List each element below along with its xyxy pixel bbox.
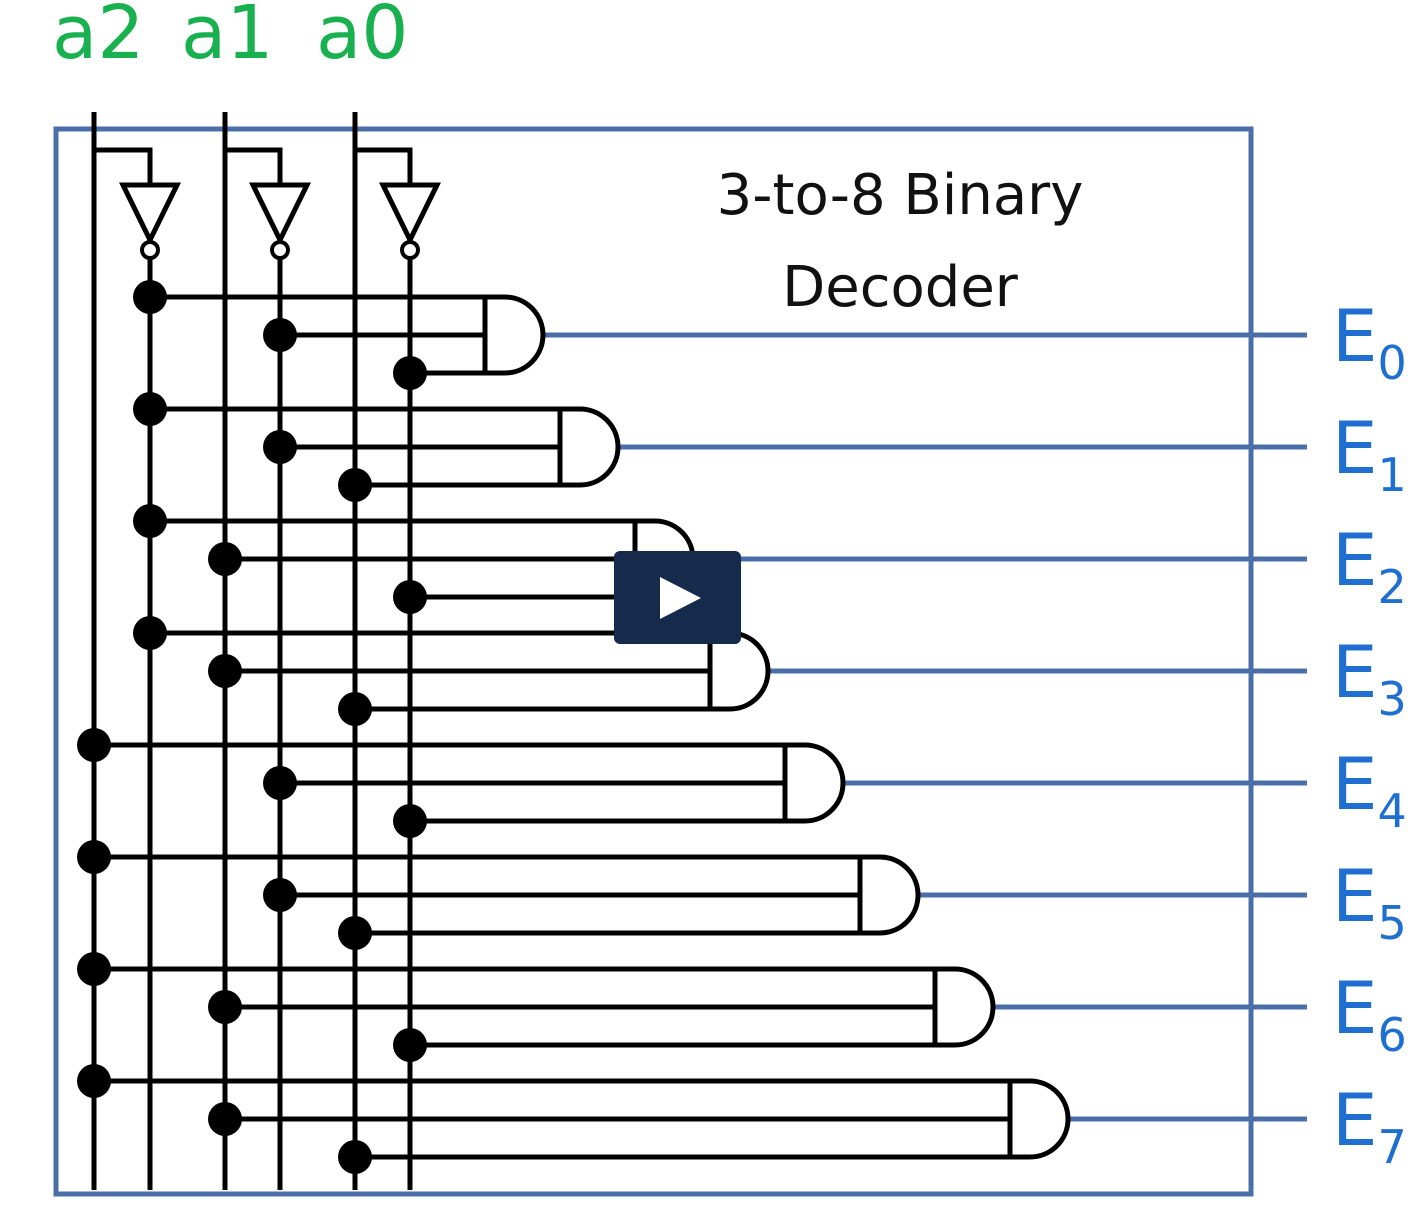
inverters — [118, 182, 442, 260]
inverter-bubble-a2 — [140, 240, 160, 260]
junction-dot-0-0 — [133, 280, 167, 314]
title-line-1: 3-to-8 Binary — [716, 163, 1084, 228]
and-gate-6 — [932, 966, 996, 1048]
play-icon — [660, 577, 701, 619]
and-gates — [482, 294, 1071, 1160]
diagram-title: 3-to-8 Binary Decoder — [660, 150, 1140, 334]
output-label-e3: E3 — [1332, 630, 1407, 726]
junction-dot-4-2 — [393, 804, 427, 838]
junctions — [77, 280, 427, 1174]
output-label-e2: E2 — [1332, 518, 1407, 614]
input-label-a2: a2 — [52, 0, 145, 76]
junction-dot-5-2 — [338, 916, 372, 950]
junction-dot-7-0 — [77, 1064, 111, 1098]
and-gate-7 — [1007, 1078, 1071, 1160]
input-label-a0: a0 — [316, 0, 409, 76]
junction-dot-7-1 — [208, 1102, 242, 1136]
junction-dot-3-1 — [208, 654, 242, 688]
junction-dot-2-2 — [393, 580, 427, 614]
inverter-feed-a1 — [225, 147, 283, 183]
inverter-a0 — [378, 182, 442, 246]
decoder-box — [53, 126, 1254, 1197]
and-gate-3 — [707, 630, 771, 712]
junction-dot-4-1 — [263, 766, 297, 800]
junction-dot-1-0 — [133, 392, 167, 426]
output-label-e1: E1 — [1332, 406, 1407, 502]
output-label-e0: E0 — [1332, 294, 1407, 390]
title-line-2: Decoder — [782, 255, 1018, 320]
output-wires — [543, 332, 1307, 1122]
junction-dot-2-0 — [133, 504, 167, 538]
inverter-bubble-a1 — [270, 240, 290, 260]
and-gate-1 — [557, 406, 621, 488]
junction-dot-0-1 — [263, 318, 297, 352]
and-gate-5 — [857, 854, 921, 936]
inverter-a1 — [248, 182, 312, 246]
junction-dot-6-0 — [77, 952, 111, 986]
junction-dot-6-1 — [208, 990, 242, 1024]
junction-dot-4-0 — [77, 728, 111, 762]
output-label-e6: E6 — [1332, 966, 1407, 1062]
junction-dot-2-1 — [208, 542, 242, 576]
output-label-e7: E7 — [1332, 1078, 1407, 1174]
play-button[interactable] — [614, 551, 741, 644]
junction-dot-7-2 — [338, 1140, 372, 1174]
inverter-a2 — [118, 182, 182, 246]
junction-dot-5-0 — [77, 840, 111, 874]
inverter-feed-a0 — [355, 147, 413, 183]
junction-dot-0-2 — [393, 356, 427, 390]
input-label-a1: a1 — [181, 0, 274, 76]
junction-dot-6-2 — [393, 1028, 427, 1062]
junction-dot-3-0 — [133, 616, 167, 650]
output-label-e4: E4 — [1332, 742, 1407, 838]
output-label-e5: E5 — [1332, 854, 1407, 950]
junction-dot-1-1 — [263, 430, 297, 464]
and-gate-0 — [482, 294, 546, 376]
inverter-feed-a2 — [94, 147, 153, 183]
junction-dot-5-1 — [263, 878, 297, 912]
and-gate-4 — [782, 742, 846, 824]
inverter-bubble-a0 — [400, 240, 420, 260]
junction-dot-3-2 — [338, 692, 372, 726]
junction-dot-1-2 — [338, 468, 372, 502]
